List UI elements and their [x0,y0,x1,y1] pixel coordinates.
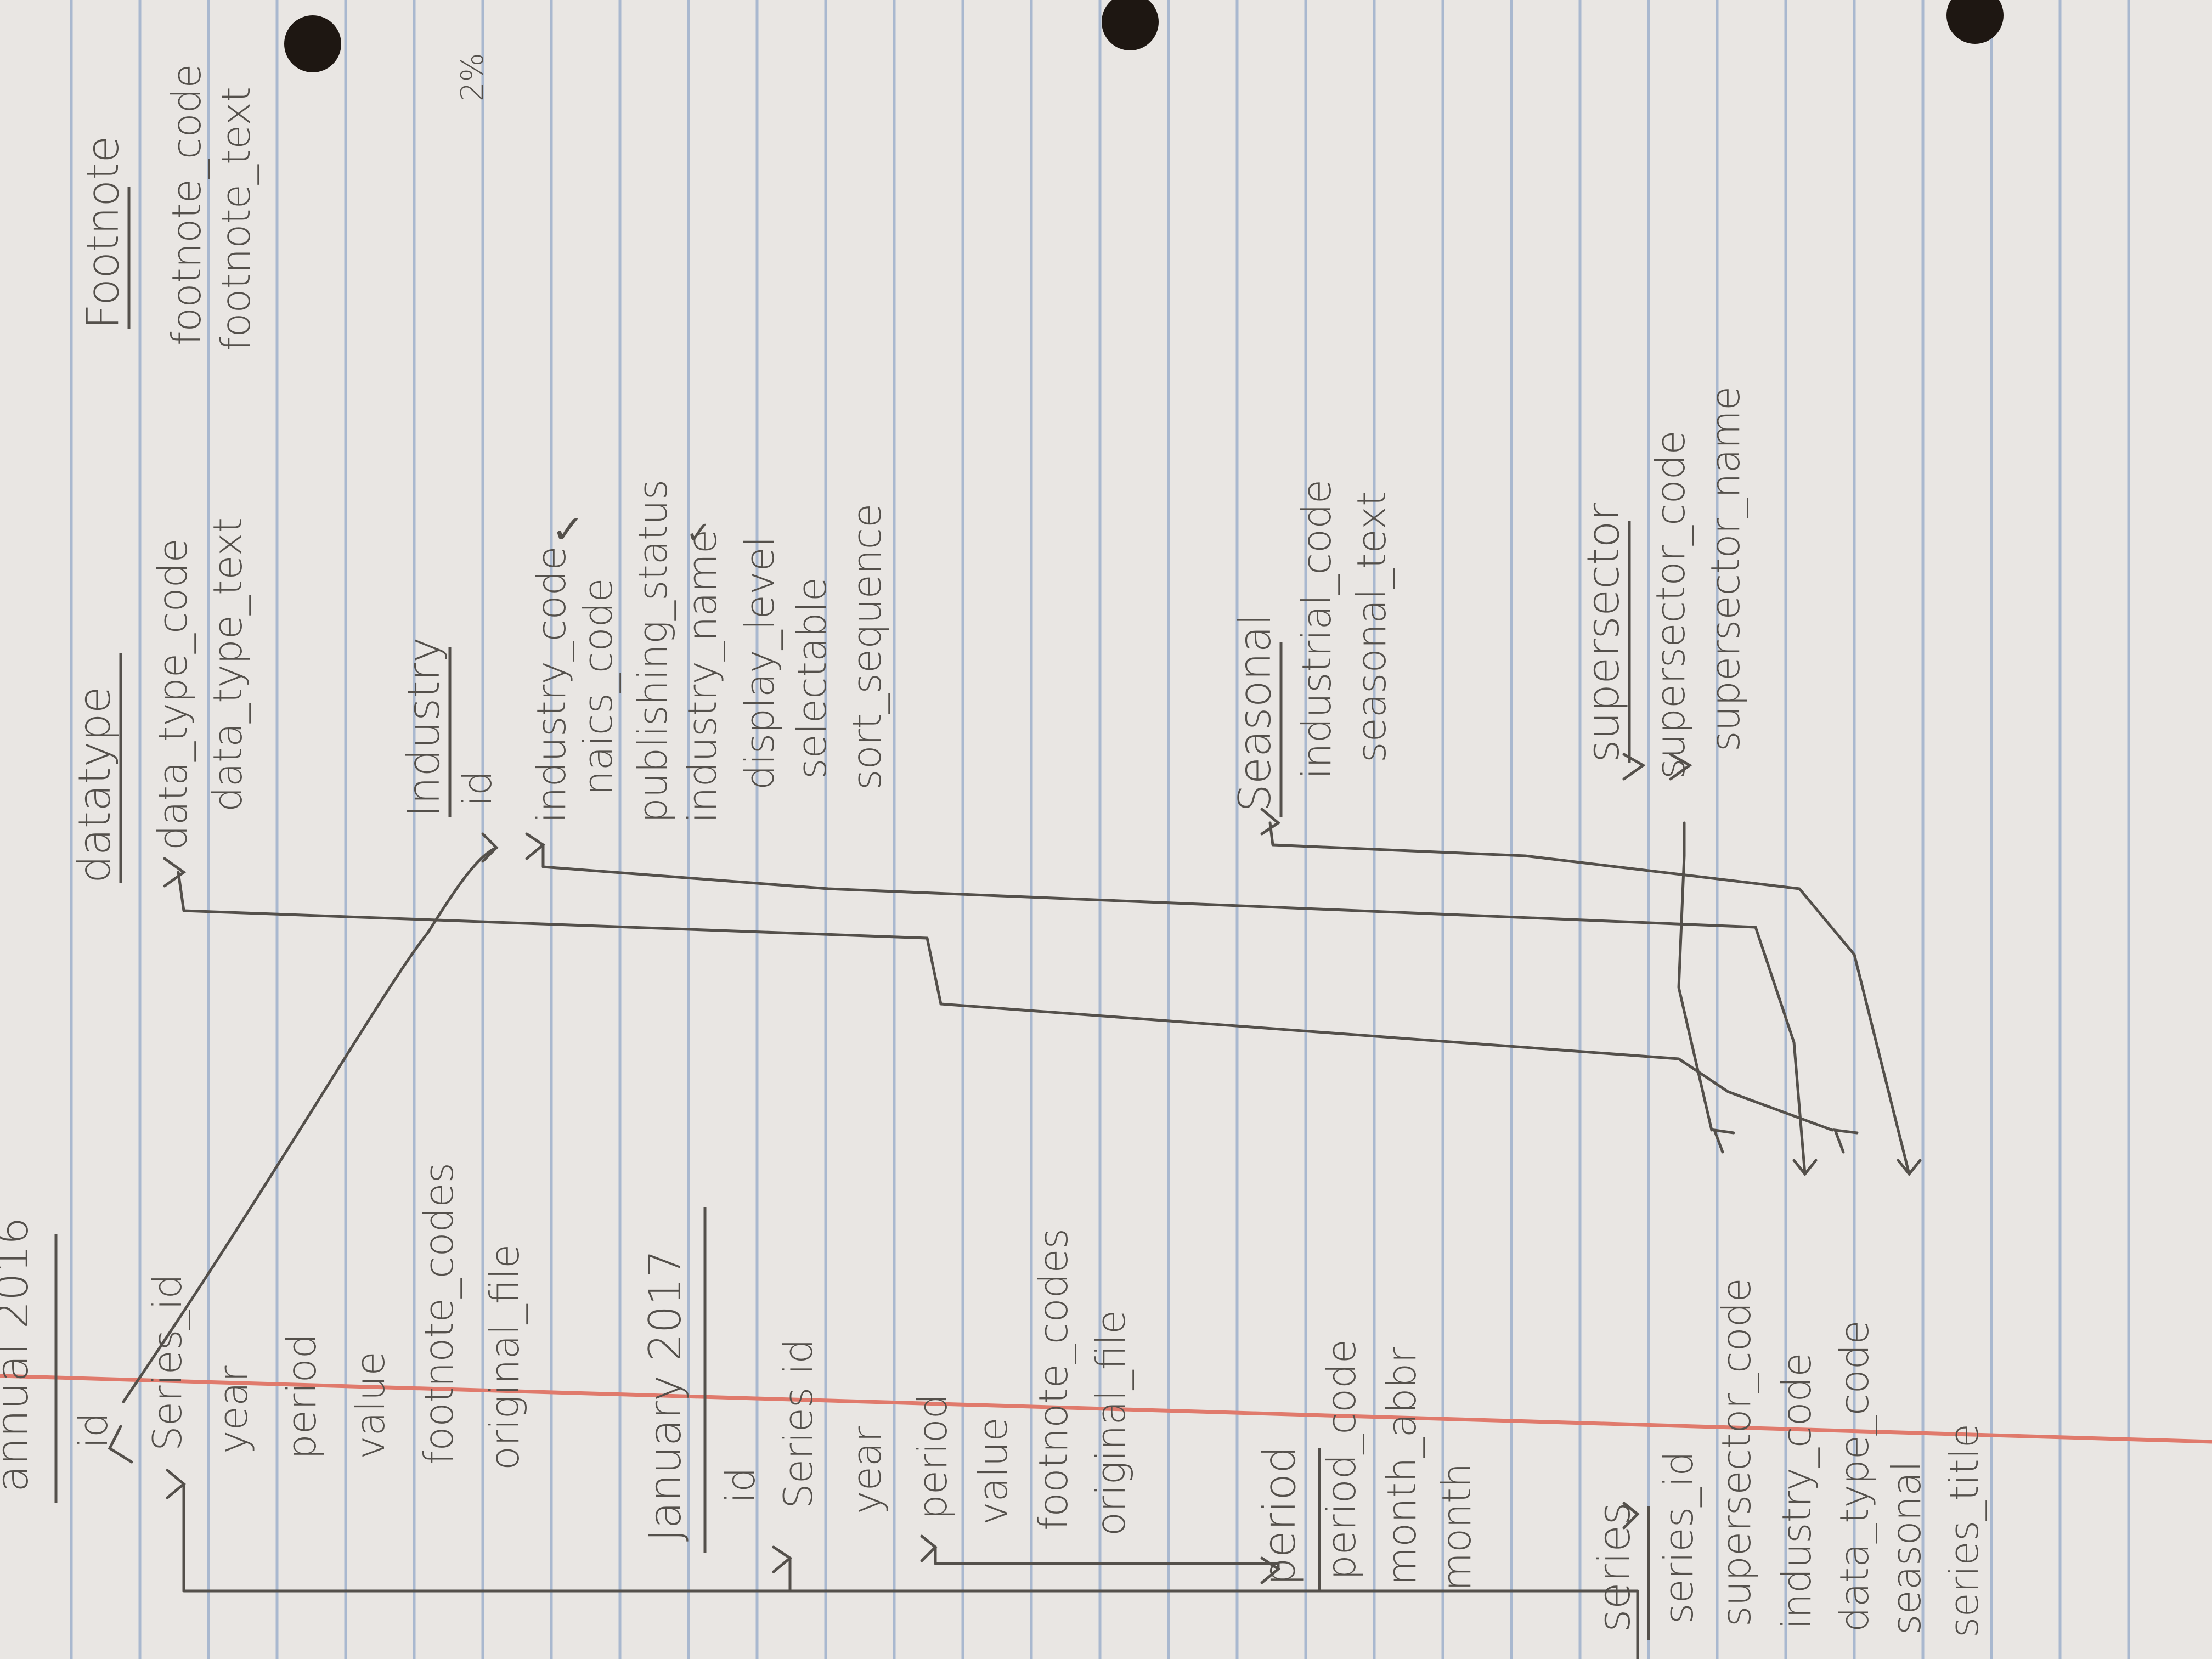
field-industry-display-level: display_level [737,536,783,790]
table-footnote: Footnote footnote_code footnote_text [77,64,259,351]
table-title-series: series [1589,1502,1640,1632]
field-annual-year: year [210,1365,256,1454]
table-industry: Industry id industry_code naics_code pub… [398,479,890,823]
table-title-footnote: Footnote [77,136,128,329]
field-january-series-id: Series id [775,1339,821,1509]
field-annual-footnote-codes: footnote_codes [416,1163,462,1465]
table-datatype: datatype data_type_code data_type_text [69,517,251,883]
field-period-code: period_code [1318,1339,1364,1580]
field-series-seasonal: seasonal [1883,1461,1929,1635]
field-industry-id: id [454,770,500,806]
field-industry-sort-sequence: sort_sequence [844,504,890,790]
binder-holes [284,0,2004,72]
field-footnote-text: footnote_text [213,87,259,351]
binder-hole [284,15,341,72]
field-series-series-title: series_title [1941,1424,1987,1638]
field-industry-selectable: selectable [789,577,835,779]
table-january-2017: January 2017 id Series id year period va… [640,1207,1134,1553]
table-series: series series_id supersector_code indust… [1589,1278,1987,1640]
arrowhead [108,1425,133,1464]
link-supersector-code [1677,821,1713,1132]
field-january-value: value [970,1417,1016,1525]
table-supersector: supersector supersector_code supersector… [1578,386,1748,779]
field-supersector-code: supersector_code [1647,430,1694,779]
link-industry-code [541,843,1807,1176]
field-january-period: period [910,1394,956,1520]
field-annual-original-file: original_file [482,1244,528,1470]
arrowhead [166,1469,186,1499]
field-seasonal-seasonal-text: seasonal_text [1348,491,1395,763]
field-industry-industry-code: industry_code [528,546,574,823]
arrowhead [772,1545,793,1573]
margin-line [0,1374,2212,1444]
arrowhead [1792,1159,1818,1177]
table-title-datatype: datatype [69,686,120,883]
binder-hole [1946,0,2004,44]
link-datatype-code [177,871,1834,1132]
table-annual-2016: annual 2016 id Series_id year period val… [0,1163,528,1503]
field-industry-publishing-status: publishing_status [630,479,676,823]
field-january-id: id [718,1467,764,1503]
table-title-seasonal: Seasonal [1229,613,1280,812]
field-period-month-abbr: month_abbr [1379,1347,1425,1585]
field-january-footnote-codes: footnote_codes [1030,1228,1076,1531]
field-annual-period: period [279,1334,325,1459]
binder-hole [1102,0,1159,50]
table-title-supersector: supersector [1578,503,1629,763]
arrowhead [920,1534,938,1562]
field-seasonal-industrial-code: industrial_code [1294,479,1340,779]
table-period: period period_code month_abbr month [1254,1339,1480,1591]
relationship-lines [122,821,1911,1659]
field-series-industry-code: industry_code [1774,1352,1820,1629]
field-period-month: month [1434,1463,1480,1591]
field-annual-value: value [347,1351,393,1459]
field-datatype-text: data_type_text [205,517,251,812]
arrowheads [108,753,1922,1584]
check-mark: ✓ [686,515,712,551]
field-series-series-id: series_id [1656,1451,1702,1624]
field-january-year: year [844,1426,890,1514]
field-series-data-type-code: data_type_code [1831,1320,1877,1632]
arrowhead [163,857,187,888]
link-series-id-bracket [182,1482,1639,1659]
arrowhead [1622,753,1646,781]
arrowhead [1833,1128,1859,1154]
table-title-industry: Industry [398,637,449,817]
arrowhead [1622,1502,1640,1530]
arrowhead [1712,1128,1735,1154]
arrowhead [481,832,499,863]
table-seasonal: Seasonal industrial_code seasonal_text [1229,479,1395,817]
field-supersector-name: supersector_name [1702,386,1748,752]
field-industry-industry-name: industry_name [679,529,725,823]
field-series-supersector-code: supersector_code [1713,1278,1759,1627]
link-period-to-period-code [934,1545,1280,1571]
table-title-annual-2016: annual 2016 [0,1217,38,1492]
margin-note: 2% [455,53,490,101]
field-industry-naics-code: naics_code [575,578,621,796]
field-footnote-code: footnote_code [163,64,210,346]
arrowhead [1897,1159,1922,1177]
arrowhead [525,832,546,860]
arrowhead [1260,1556,1281,1584]
field-annual-series-id: Series_id [144,1274,190,1451]
check-mark: ✓ [551,506,584,552]
field-datatype-code: data_type_code [150,538,196,850]
field-january-original-file: original_file [1088,1310,1134,1536]
link-seasonal [1268,821,1911,1176]
table-title-january-2017: January 2017 [640,1250,691,1542]
field-annual-id: id [70,1412,116,1448]
ruled-lines [70,0,2130,1659]
arrowhead [1669,753,1692,781]
link-footnote-codes-to-industry-id [122,846,498,1403]
arrowhead [1260,808,1281,836]
